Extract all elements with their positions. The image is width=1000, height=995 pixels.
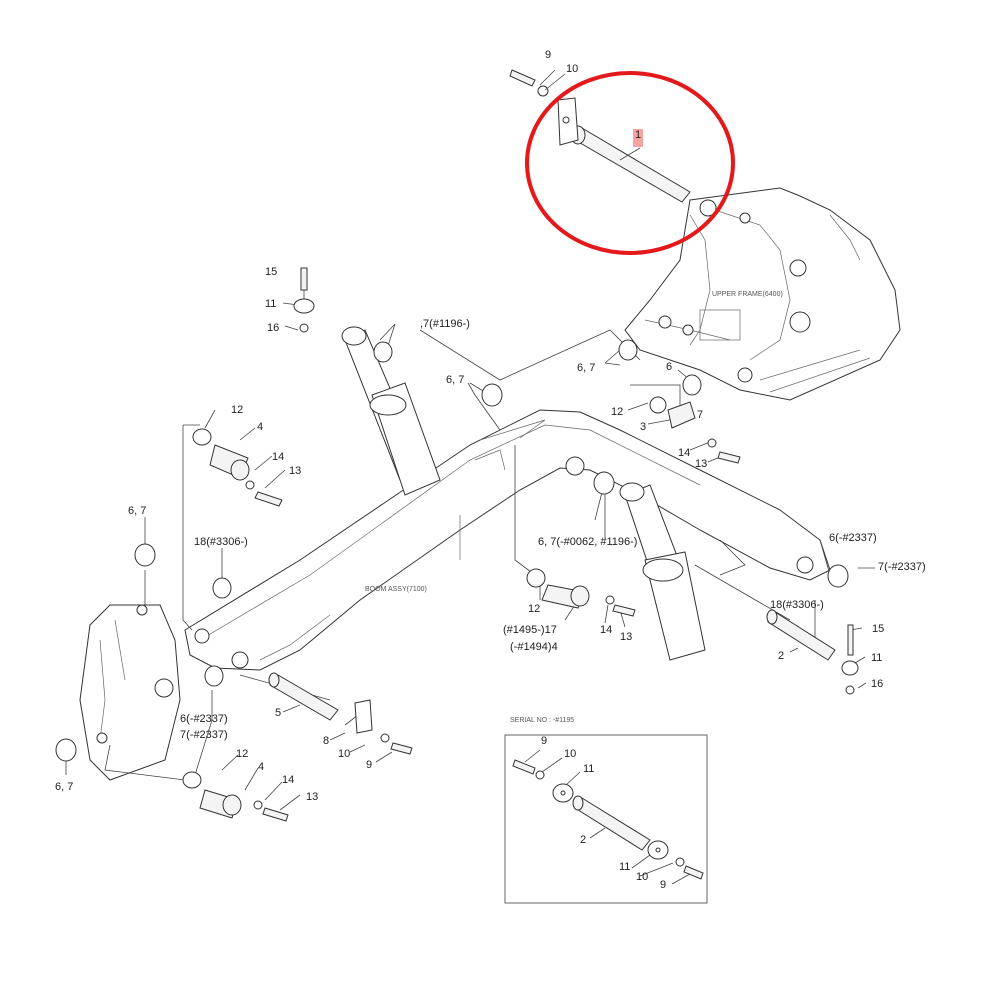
boom-assembly — [184, 409, 831, 671]
part-1-marker — [633, 129, 643, 147]
label-12-topleft: 12 — [231, 404, 243, 416]
inset-label-11a: 11 — [583, 763, 594, 775]
label-6-7-b: 6, 7 — [577, 362, 595, 374]
label-2-right: 2 — [778, 650, 784, 662]
inset-label-2: 2 — [580, 834, 586, 846]
inset-label-9b: 9 — [660, 879, 666, 891]
label-9-top: 9 — [545, 49, 551, 61]
label-12-right: 12 — [611, 406, 623, 418]
pin-part-1[interactable] — [557, 97, 691, 203]
label-1: 1 — [635, 129, 641, 141]
label-18-3306-right: 18(#3306-) — [770, 599, 824, 611]
label-18-3306: 18(#3306-) — [194, 536, 248, 548]
label-6-right: 6 — [666, 361, 672, 373]
label-13-right: 13 — [695, 458, 707, 470]
inset-label-10: 10 — [564, 748, 576, 760]
label-10-top: 10 — [566, 63, 578, 75]
label-14-mid: 14 — [600, 624, 612, 636]
label-6-7-a: 6, 7 — [446, 374, 464, 386]
upper-frame-label: UPPER FRAME(6400) — [712, 291, 783, 298]
label-12-mid: 12 — [528, 603, 540, 615]
label-7-1196: ,7(#1196-) — [420, 318, 470, 330]
label-11: 11 — [265, 298, 276, 310]
label-14-right: 14 — [678, 447, 690, 459]
label-6-7-mid: 6, 7(-#0062, #1196-) — [538, 536, 637, 548]
highlight-circle — [525, 71, 735, 255]
inset-label-9a: 9 — [541, 735, 547, 747]
label-8: 8 — [323, 735, 329, 747]
label-3: 3 — [640, 421, 646, 433]
label-11-right: 11 — [871, 652, 882, 664]
label-6-2337-right: 6(-#2337) — [829, 532, 877, 544]
leader-lines — [65, 69, 875, 811]
upper-frame — [624, 187, 901, 401]
label-12-bottomleft: 12 — [236, 748, 248, 760]
label-4-mid: (-#1494)4 — [510, 641, 558, 653]
serial-no-label: SERIAL NO : -#1195 — [510, 717, 574, 724]
label-7-2337-right: 7(-#2337) — [878, 561, 926, 573]
label-10-bottom: 10 — [338, 748, 350, 760]
boom-cylinder-left — [341, 326, 441, 496]
label-6-7-left: 6, 7 — [128, 505, 146, 517]
label-7-right: 7 — [697, 409, 703, 421]
label-5: 5 — [275, 707, 281, 719]
boom-assy-label: BOOM ASSY(7100) — [365, 586, 427, 593]
small-parts — [55, 267, 859, 822]
label-13-topleft: 13 — [289, 465, 301, 477]
bolt-9-top — [509, 69, 549, 97]
foot-bracket — [79, 604, 181, 781]
label-17: (#1495-)17 — [503, 624, 557, 636]
label-14-bottomleft: 14 — [282, 774, 294, 786]
label-16: 16 — [267, 322, 279, 334]
label-4-bottomleft: 4 — [258, 761, 264, 773]
boom-cylinder-right — [619, 482, 706, 661]
inset-label-11b: 11 — [619, 861, 630, 873]
label-4-topleft: 4 — [257, 421, 263, 433]
serial-inset-parts — [512, 749, 704, 885]
label-9-bottom: 9 — [366, 759, 372, 771]
label-14-topleft: 14 — [272, 451, 284, 463]
label-6-2337-left: 6(-#2337) — [180, 713, 228, 725]
callout-labels: 9 10 1 15 11 16 ,7(#1196-) 6, 7 6, 7 6 7… — [55, 49, 926, 891]
label-6-7-bottomleft: 6, 7 — [55, 781, 73, 793]
label-13-bottomleft: 13 — [306, 791, 318, 803]
label-15-right: 15 — [872, 623, 884, 635]
label-16-right: 16 — [871, 678, 883, 690]
label-15: 15 — [265, 266, 277, 278]
inset-label-10b: 10 — [636, 871, 648, 883]
label-13-mid: 13 — [620, 631, 632, 643]
label-7-2337-left: 7(-#2337) — [180, 729, 228, 741]
